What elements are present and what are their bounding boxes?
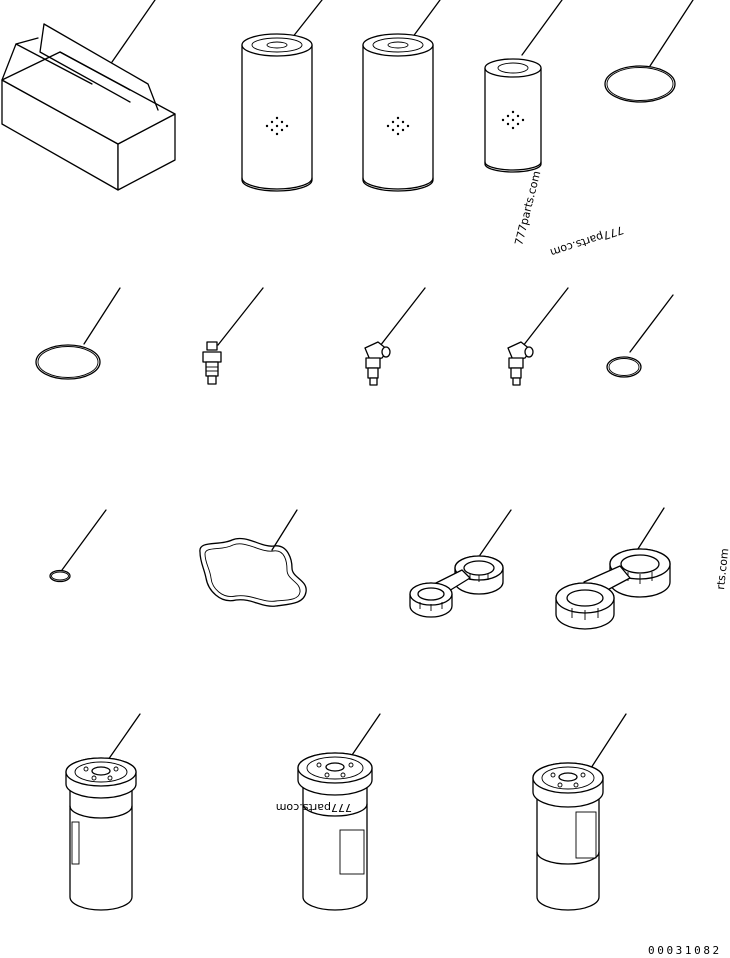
spin-on-filter-3-part (532, 713, 627, 911)
drawing-number: 00031082 (648, 944, 722, 957)
watermark-text: 777parts.com (549, 223, 626, 259)
spin-on-filter-1-part (65, 713, 141, 911)
filter-element-2-part (362, 0, 441, 192)
o-ring-small-part (606, 294, 674, 378)
gasket-part (199, 509, 307, 607)
grease-fitting-straight-part (202, 287, 264, 385)
filter-element-1-part (241, 0, 323, 192)
grease-fitting-angled-2-part (507, 287, 569, 386)
watermark-text: 777parts.com (512, 170, 543, 247)
spin-on-filter-2-part (297, 713, 381, 911)
watermark-text: 777parts.com (276, 801, 352, 814)
filter-element-small-part (484, 0, 563, 173)
o-ring-large-part (604, 0, 694, 103)
filter-wrench-large-part (555, 507, 671, 630)
o-ring-tiny-part (49, 509, 107, 583)
grease-fitting-angled-1-part (364, 287, 426, 386)
filter-wrench-small-part (409, 509, 512, 618)
watermark-text: rts.com (714, 548, 730, 591)
carton-box-part (1, 0, 176, 191)
o-ring-2-part (35, 287, 121, 380)
